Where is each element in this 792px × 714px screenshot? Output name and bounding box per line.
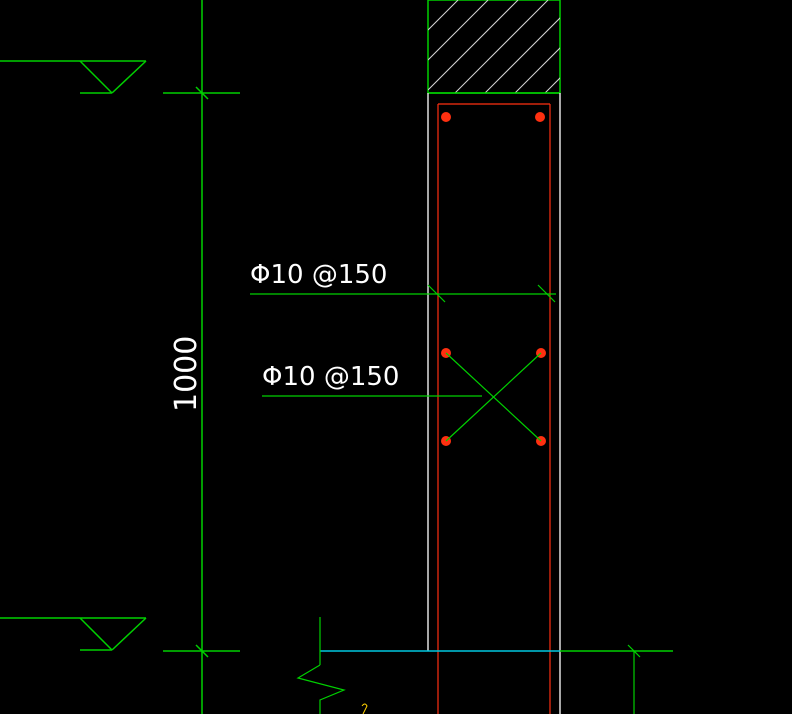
rebar-label-2: Φ10 @150	[262, 362, 399, 392]
dimension-line	[163, 0, 240, 714]
wall-outline	[427, 93, 561, 714]
rebar-cage	[437, 103, 551, 714]
leader-line-1	[250, 284, 556, 303]
elevation-marker-bottom	[0, 617, 147, 651]
cross-tie	[445, 352, 542, 442]
hatched-section-above	[427, 0, 561, 94]
right-tick-marker	[627, 644, 641, 714]
break-line	[296, 617, 346, 714]
dimension-text: 1000	[169, 336, 204, 412]
rebar-label-1: Φ10 @150	[250, 260, 387, 290]
elevation-marker-top	[0, 60, 147, 94]
small-mark	[361, 703, 368, 714]
